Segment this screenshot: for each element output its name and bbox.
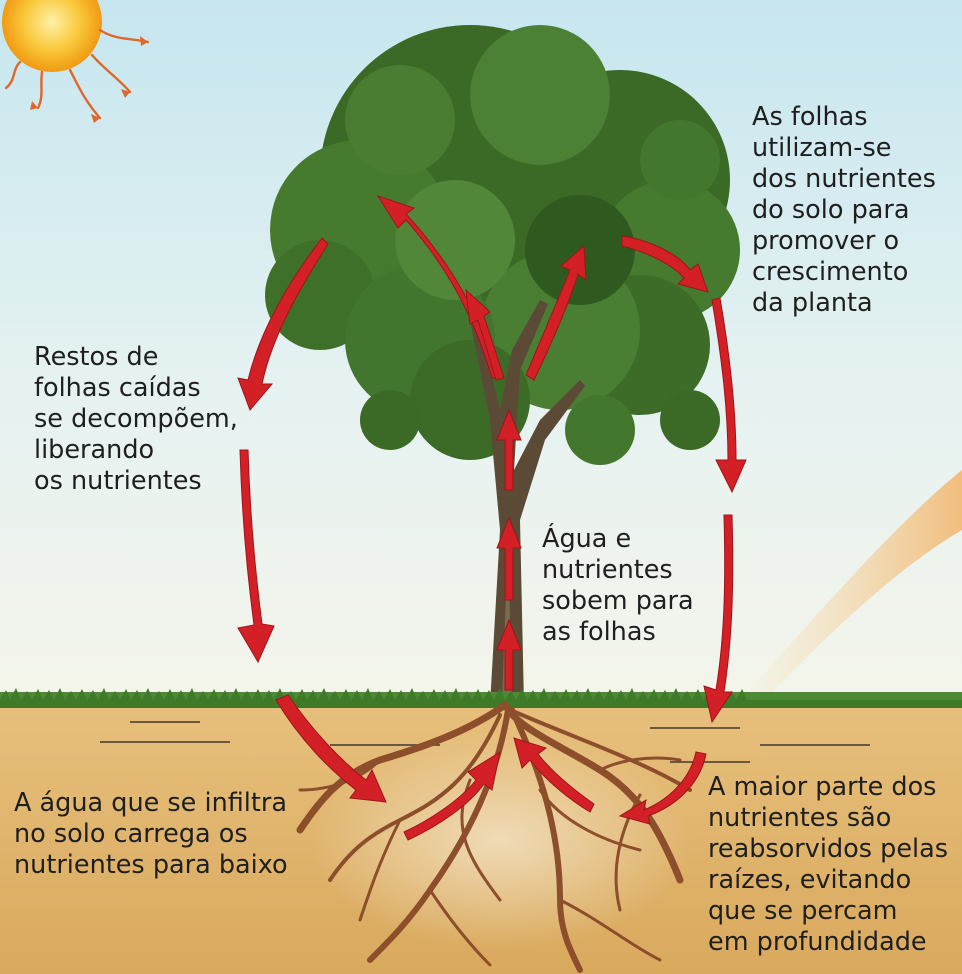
arrow-root-up-right bbox=[403, 750, 501, 841]
label-line: Restos de bbox=[34, 342, 159, 372]
arrow-right-down-1 bbox=[711, 297, 747, 494]
arrow-branch-up-right bbox=[525, 244, 587, 381]
label-line: os nutrientes bbox=[34, 466, 202, 496]
arrow-canopy-right bbox=[621, 235, 709, 293]
label-line: reabsorvidos pelas bbox=[708, 834, 949, 864]
label-leaves-decompose: Restos de folhas caídas se decompõem, li… bbox=[34, 342, 238, 497]
label-line: folhas caídas bbox=[34, 373, 201, 403]
label-line: que se percam bbox=[708, 896, 898, 926]
root-zone bbox=[310, 730, 690, 950]
label-line: nutrientes para baixo bbox=[14, 850, 288, 880]
label-line: A maior parte dos bbox=[708, 772, 937, 802]
label-line: no solo carrega os bbox=[14, 819, 248, 849]
label-line: A água que se infiltra bbox=[14, 788, 287, 818]
label-line: Água e bbox=[542, 524, 632, 554]
arrow-right-down-2 bbox=[703, 514, 734, 724]
arrow-decompose-down bbox=[237, 449, 275, 664]
cycle-arrows bbox=[237, 195, 747, 841]
label-line: utilizam-se bbox=[752, 133, 892, 163]
arrow-branch-up-mid bbox=[465, 288, 505, 381]
label-leaves-use-nutrients: As folhas utilizam-se dos nutrientes do … bbox=[752, 102, 936, 319]
label-line: se decompõem, bbox=[34, 404, 238, 434]
sun-icon bbox=[2, 0, 150, 123]
label-line: nutrientes são bbox=[708, 803, 892, 833]
label-line: raízes, evitando bbox=[708, 865, 912, 895]
label-line: nutrientes bbox=[542, 555, 673, 585]
label-line: As folhas bbox=[752, 102, 868, 132]
arrow-trunk-up-3 bbox=[496, 408, 522, 491]
arrow-trunk-up-2 bbox=[496, 516, 522, 601]
label-roots-reabsorb: A maior parte dos nutrientes são reabsor… bbox=[708, 772, 948, 958]
label-line: sobem para bbox=[542, 586, 694, 616]
label-line: crescimento bbox=[752, 257, 909, 287]
tree-roots bbox=[296, 701, 692, 973]
arrow-infiltrate-down bbox=[275, 694, 387, 803]
label-line: do solo para bbox=[752, 195, 910, 225]
label-line: liberando bbox=[34, 435, 155, 465]
arrow-canopy-left-down bbox=[237, 237, 329, 411]
arrow-reabsorb bbox=[618, 751, 707, 825]
tree-canopy bbox=[265, 25, 740, 465]
label-line: em profundidade bbox=[708, 927, 927, 957]
label-line: promover o bbox=[752, 226, 900, 256]
label-line: as folhas bbox=[542, 617, 656, 647]
arrow-trunk-up-1 bbox=[496, 618, 522, 691]
soil-water-lines bbox=[100, 721, 870, 763]
label-water-infiltrates: A água que se infiltra no solo carrega o… bbox=[14, 788, 288, 881]
label-water-nutrients-rise: Água e nutrientes sobem para as folhas bbox=[542, 524, 694, 648]
label-line: da planta bbox=[752, 288, 873, 318]
arrow-root-up-left bbox=[513, 737, 595, 813]
light-beam bbox=[740, 470, 962, 705]
label-line: dos nutrientes bbox=[752, 164, 936, 194]
